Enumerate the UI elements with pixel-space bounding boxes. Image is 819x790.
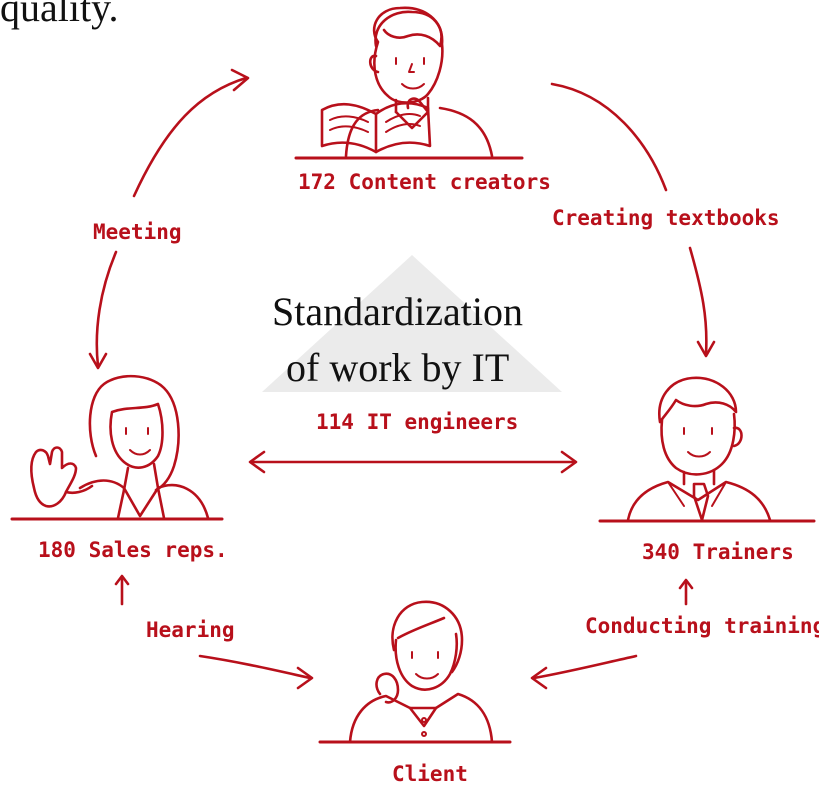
- conducting-training-arrows: [530, 578, 694, 690]
- client-label: Client: [392, 762, 468, 786]
- background-triangle: [262, 255, 562, 392]
- top-fragment-text: quality.: [0, 0, 119, 30]
- creating-textbooks-arrows: [550, 82, 716, 358]
- content-creator-figure: [294, 6, 524, 160]
- sales-reps-label: 180 Sales reps.: [38, 538, 228, 562]
- it-engineers-label: 114 IT engineers: [316, 410, 519, 434]
- meeting-label: Meeting: [93, 220, 182, 244]
- content-creators-label: 172 Content creators: [298, 170, 551, 194]
- sales-rep-figure: [10, 374, 224, 521]
- meeting-arrows: [88, 68, 250, 370]
- trainers-label: 340 Trainers: [642, 540, 794, 564]
- it-engineers-double-arrow: [248, 450, 578, 474]
- conducting-training-label: Conducting training: [585, 614, 819, 638]
- client-figure: [318, 600, 512, 744]
- creating-textbooks-label: Creating textbooks: [552, 206, 780, 230]
- center-title-line1: Standardization: [272, 289, 524, 334]
- hearing-arrows: [114, 574, 314, 690]
- hearing-label: Hearing: [146, 618, 235, 642]
- center-title-line2: of work by IT: [286, 345, 510, 390]
- trainer-figure: [598, 376, 816, 523]
